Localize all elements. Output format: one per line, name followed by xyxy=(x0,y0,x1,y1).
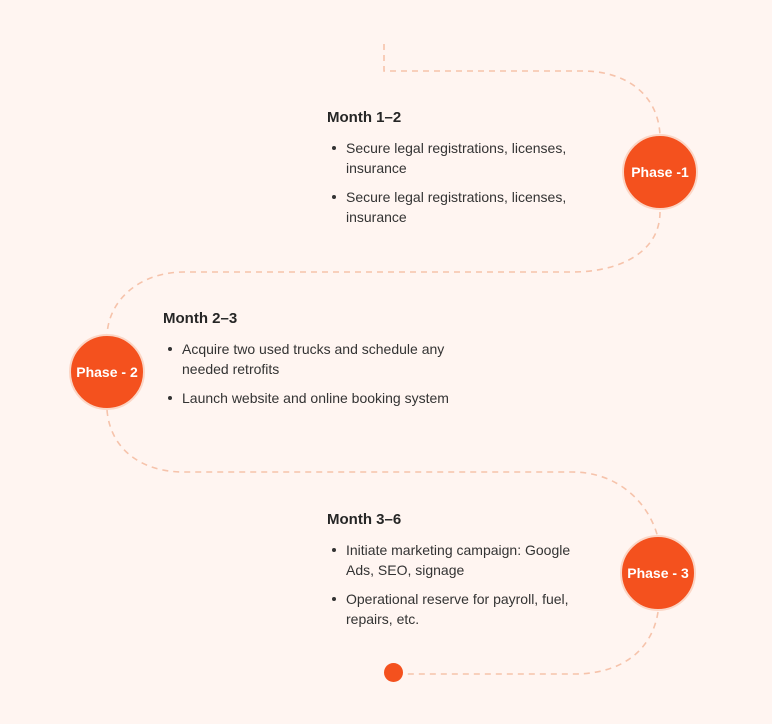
phase-3-details: Month 3–6 Initiate marketing campaign: G… xyxy=(327,511,597,638)
phase-2-period: Month 2–3 xyxy=(163,310,238,327)
list-item-text: Operational reserve for payroll, fuel, r… xyxy=(346,591,569,627)
phase-1-period: Month 1–2 xyxy=(327,109,402,126)
list-item-text: Secure legal registrations, licenses, in… xyxy=(346,189,567,225)
phase-3-period: Month 3–6 xyxy=(327,511,402,528)
bullet-icon xyxy=(332,597,336,601)
phase-3-badge-label: Phase - 3 xyxy=(627,565,689,581)
list-item: Acquire two used trucks and schedule any… xyxy=(163,339,453,379)
bullet-icon xyxy=(168,396,172,400)
phase-3-list: Initiate marketing campaign: Google Ads,… xyxy=(327,540,597,629)
phase-3-badge: Phase - 3 xyxy=(620,535,696,611)
phase-2-badge-label: Phase - 2 xyxy=(76,364,138,380)
list-item: Initiate marketing campaign: Google Ads,… xyxy=(327,540,597,580)
phase-1-badge-label: Phase -1 xyxy=(631,164,689,180)
phase-1-badge: Phase -1 xyxy=(622,134,698,210)
list-item-text: Initiate marketing campaign: Google Ads,… xyxy=(346,542,571,578)
phase-2-list: Acquire two used trucks and schedule any… xyxy=(163,339,453,408)
list-item: Launch website and online booking system xyxy=(163,388,453,408)
bullet-icon xyxy=(332,548,336,552)
phase-1-list: Secure legal registrations, licenses, in… xyxy=(327,138,597,227)
timeline-end-dot xyxy=(384,663,403,682)
bullet-icon xyxy=(332,195,336,199)
list-item-text: Secure legal registrations, licenses, in… xyxy=(346,140,567,176)
list-item-text: Launch website and online booking system xyxy=(182,390,449,406)
list-item: Operational reserve for payroll, fuel, r… xyxy=(327,589,597,629)
bullet-icon xyxy=(168,347,172,351)
bullet-icon xyxy=(332,146,336,150)
phase-2-badge: Phase - 2 xyxy=(69,334,145,410)
list-item: Secure legal registrations, licenses, in… xyxy=(327,187,597,227)
list-item-text: Acquire two used trucks and schedule any… xyxy=(182,341,445,377)
phase-2-details: Month 2–3 Acquire two used trucks and sc… xyxy=(163,310,453,417)
phase-1-details: Month 1–2 Secure legal registrations, li… xyxy=(327,109,597,236)
list-item: Secure legal registrations, licenses, in… xyxy=(327,138,597,178)
